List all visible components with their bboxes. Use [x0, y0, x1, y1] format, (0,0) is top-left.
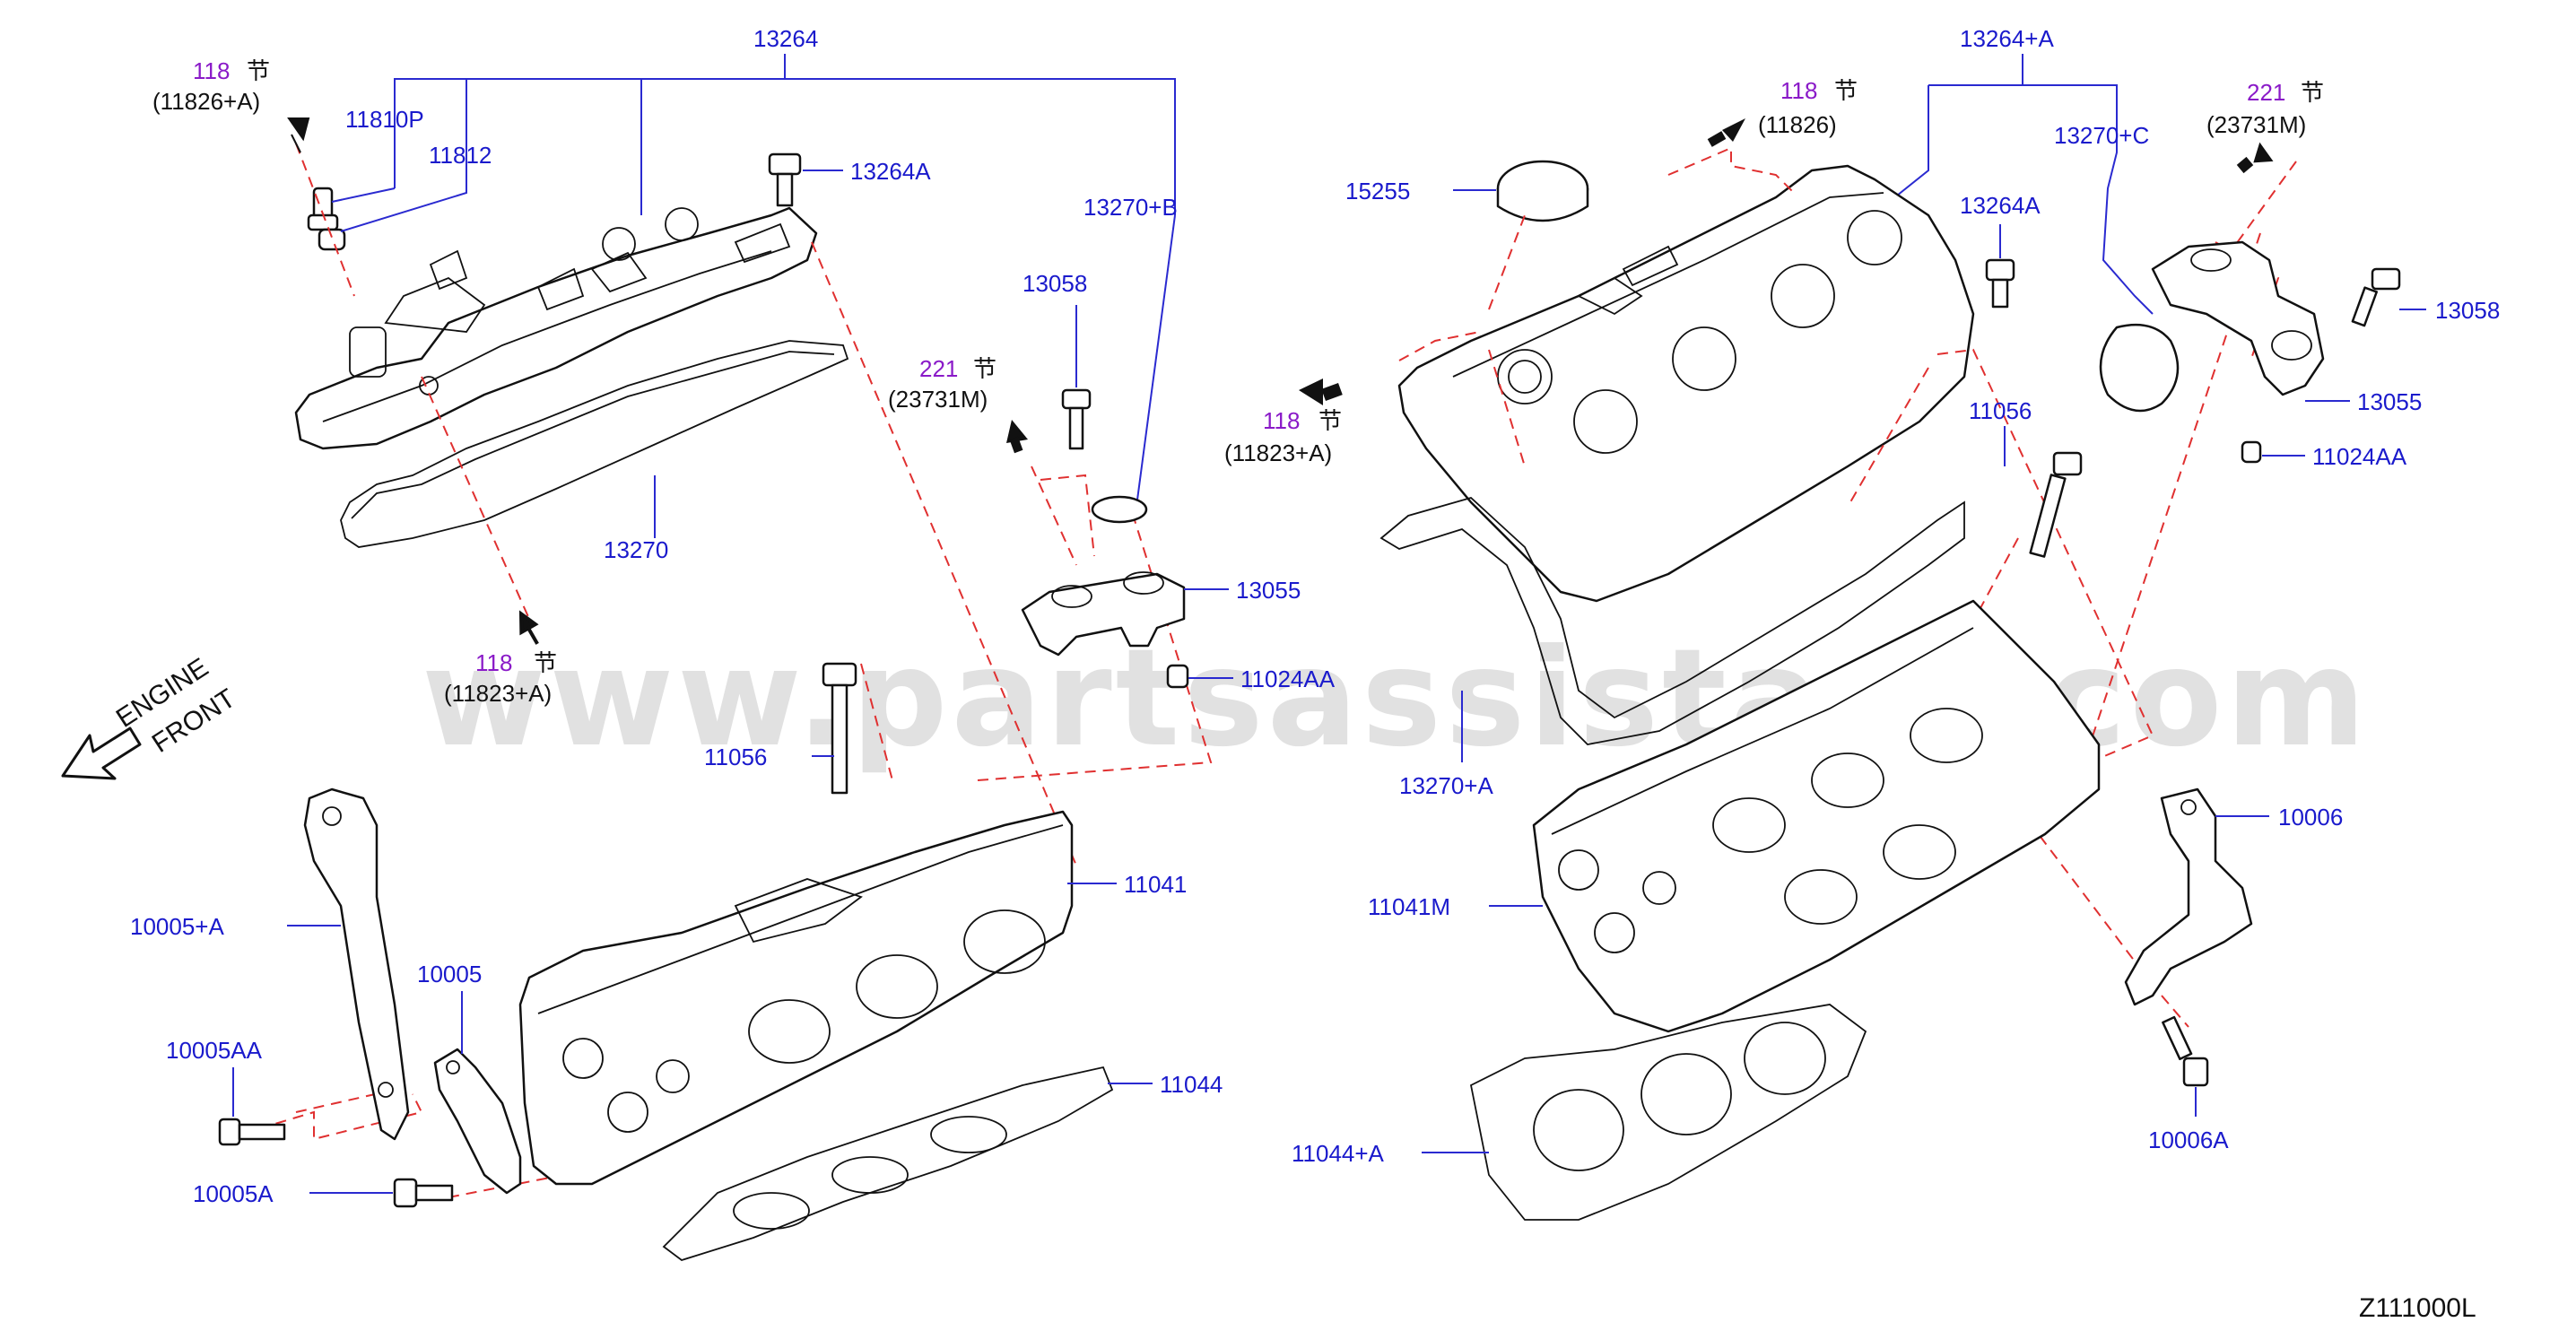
- label-13055-left: 13055: [1236, 577, 1301, 604]
- section-char: 节: [973, 356, 996, 383]
- label-11041M: 11041M: [1368, 893, 1450, 920]
- bolt-10005A: [393, 1178, 454, 1208]
- gasket-13270A-right: [1379, 496, 1965, 745]
- label-11812: 11812: [429, 142, 492, 169]
- section-ref-118-11823A-left: 118 节 (11823+A): [444, 649, 557, 707]
- label-11041: 11041: [1124, 871, 1187, 898]
- label-11056-right: 11056: [1969, 397, 2032, 424]
- arrow-up-icon: [287, 117, 310, 153]
- label-10005AA: 10005AA: [166, 1037, 263, 1064]
- head-gasket-11044: [662, 1066, 1114, 1261]
- label-10005: 10005: [417, 961, 482, 987]
- bolt-13058-left: [1061, 388, 1092, 450]
- section-ref-118-11823A-right: 118 节 (11823+A): [1224, 407, 1342, 466]
- section-char: 节: [1834, 78, 1858, 105]
- label-13264A-right: 13264A: [1960, 192, 2041, 219]
- section-reference: (11826): [1758, 111, 1837, 138]
- plug-11024AA-right: [2241, 440, 2262, 464]
- label-13270: 13270: [604, 536, 668, 563]
- label-13264A-left: 13264A: [850, 158, 931, 185]
- label-10005A-plus: 10005+A: [130, 913, 224, 940]
- section-number: 118: [1780, 77, 1817, 104]
- section-reference: (11826+A): [152, 88, 260, 115]
- arrow-up-icon: [2253, 142, 2274, 163]
- head-gasket-11044A: [1469, 1004, 1867, 1221]
- bolt-10006A: [2162, 1015, 2209, 1087]
- section-ref-118-11826: 118 节 (11826): [1758, 77, 1858, 138]
- sensor-bracket-13055-left: [1021, 571, 1186, 657]
- plug-11024AA-left: [1166, 664, 1189, 689]
- label-13270C: 13270+C: [2054, 122, 2149, 149]
- diagram-code: Z111000L: [2359, 1293, 2476, 1323]
- cylinder-head-11041: [518, 810, 1074, 1186]
- rocker-cover-right: [1397, 164, 1975, 603]
- section-reference: (11823+A): [444, 680, 552, 707]
- label-13058-left: 13058: [1023, 270, 1087, 297]
- arrow-up-icon: [1722, 118, 1745, 142]
- label-13270A: 13270+A: [1399, 772, 1493, 799]
- oil-cap-15255: [1496, 160, 1589, 222]
- gasket-13270-left: [340, 340, 849, 548]
- label-11044A: 11044+A: [1292, 1140, 1385, 1167]
- bracket-10005: [433, 1048, 522, 1195]
- bolt-11056-left: [822, 662, 857, 795]
- label-10006A: 10006A: [2148, 1127, 2229, 1153]
- label-11810P: 11810P: [345, 106, 424, 133]
- bolt-10005AA: [218, 1118, 286, 1146]
- section-number: 118: [475, 649, 512, 676]
- leader-11812: [340, 139, 467, 232]
- label-15255: 15255: [1345, 178, 1410, 204]
- label-13264A-plus: 13264+A: [1960, 25, 2054, 52]
- section-char: 节: [534, 650, 557, 677]
- bracket-10005A-plus: [303, 787, 410, 1141]
- cylinder-head-11041M: [1532, 599, 2101, 1033]
- oring-13270C: [2099, 323, 2180, 413]
- label-11056-left: 11056: [704, 744, 767, 770]
- bracket-10006: [2124, 787, 2253, 1006]
- bolt-13058-right: [2351, 267, 2401, 327]
- label-10005A: 10005A: [193, 1180, 274, 1207]
- bolt-11056-right: [2029, 451, 2083, 558]
- leader-13264: [394, 54, 1176, 521]
- section-reference: (11823+A): [1224, 439, 1332, 466]
- label-13264: 13264: [753, 25, 818, 52]
- engine-front-indicator: ENGINE FRONT: [61, 653, 240, 780]
- section-ref-221-23731M-left: 221 节 (23731M): [888, 355, 996, 413]
- bolt-13264A-left: [768, 152, 802, 207]
- section-reference: (23731M): [888, 386, 988, 413]
- label-11044: 11044: [1160, 1071, 1223, 1098]
- section-number: 118: [193, 57, 230, 84]
- label-11024AA-left: 11024AA: [1240, 666, 1336, 692]
- rocker-cover-left: [294, 206, 818, 450]
- label-13270B: 13270+B: [1083, 194, 1178, 221]
- label-13055-right: 13055: [2357, 388, 2422, 415]
- section-char: 节: [2301, 80, 2324, 107]
- bolt-13264A-right: [1985, 258, 2015, 309]
- section-number: 118: [1263, 407, 1300, 434]
- section-ref-221-23731M-right: 221 节 (23731M): [2206, 79, 2324, 138]
- arrow-down-icon: [518, 610, 539, 645]
- section-reference: (23731M): [2206, 111, 2306, 138]
- dashed-lines-left: [223, 143, 1213, 1198]
- section-ref-118-11826A: 118 节 (11826+A): [152, 57, 270, 115]
- arrow-left-icon: [1299, 378, 1323, 405]
- section-char: 节: [1318, 408, 1342, 435]
- arrow-up-icon: [1006, 420, 1028, 443]
- section-number: 221: [919, 355, 958, 382]
- section-number: 221: [2247, 79, 2285, 106]
- section-char: 节: [247, 58, 270, 85]
- oring-13270B: [1091, 495, 1148, 524]
- label-13058-right: 13058: [2435, 297, 2500, 324]
- pcv-valve: [307, 187, 346, 251]
- label-10006: 10006: [2278, 804, 2343, 831]
- label-11024AA-right: 11024AA: [2312, 443, 2407, 470]
- sensor-bracket-13055-right: [2151, 240, 2325, 396]
